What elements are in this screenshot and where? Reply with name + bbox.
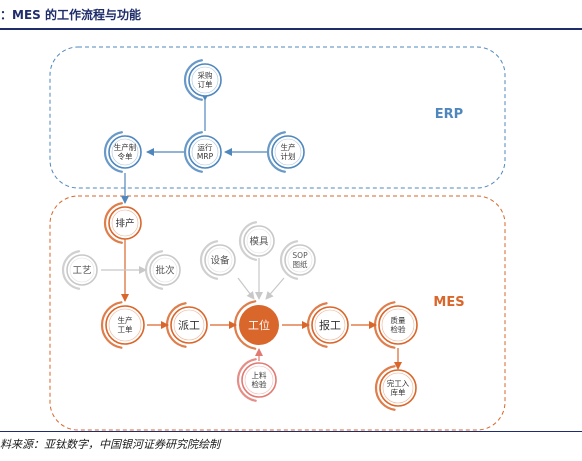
node-arc <box>144 250 164 290</box>
node-inner-ring <box>191 138 219 166</box>
node-label: 模具 <box>249 235 269 247</box>
node-arc <box>100 301 123 349</box>
node-inner-ring <box>244 365 274 395</box>
node-arc <box>61 250 81 290</box>
edge-equipment-to-workstation <box>237 277 255 300</box>
node-mold: 模具 <box>238 221 275 261</box>
erp-region <box>49 46 506 189</box>
node-inner-ring <box>274 138 302 166</box>
node-circle <box>241 362 277 398</box>
node-label: 上料检验 <box>252 370 267 389</box>
node-arc <box>373 301 396 349</box>
node-inner-ring <box>382 372 414 404</box>
node-arc <box>306 302 328 348</box>
node-circle <box>239 305 279 345</box>
node-circle <box>108 135 142 169</box>
node-label: 采购订单 <box>198 70 213 89</box>
node-circle <box>379 369 417 407</box>
node-circle <box>170 306 208 344</box>
node-arc <box>165 302 187 348</box>
node-inner-ring <box>152 257 178 283</box>
node-circle <box>188 63 222 97</box>
node-inner-ring <box>173 309 205 341</box>
node-label: 工艺 <box>72 265 91 276</box>
node-arc <box>236 358 257 402</box>
mes-region-label: MES <box>433 295 464 310</box>
node-arc <box>183 131 203 173</box>
node-circle <box>243 225 275 257</box>
erp-region-label: ERP <box>435 107 463 122</box>
node-inner-ring <box>191 66 219 94</box>
node-label: 派工 <box>178 319 200 332</box>
node-inner-ring <box>246 228 272 254</box>
node-arc <box>103 202 123 244</box>
node-circle <box>188 135 222 169</box>
node-arc <box>199 240 219 280</box>
node-dispatch: 派工 <box>165 302 208 348</box>
node-production-plan: 生产计划 <box>266 131 305 173</box>
node-arc <box>374 365 396 411</box>
node-label: 生产计划 <box>281 142 296 161</box>
mes-region <box>49 195 506 431</box>
node-inner-ring <box>314 309 346 341</box>
node-arc <box>103 131 123 173</box>
source-note: 料来源：亚钛数字，中国银河证券研究院绘制 <box>0 438 220 451</box>
node-label: 排产 <box>115 217 134 229</box>
figure-title: ：MES 的工作流程与功能 <box>0 8 141 22</box>
node-circle <box>284 244 316 276</box>
node-scheduling: 排产 <box>103 202 142 244</box>
node-label: 报工 <box>319 318 341 332</box>
node-label: 质量检验 <box>391 315 406 334</box>
node-inner-ring <box>111 138 139 166</box>
node-arc <box>238 221 258 261</box>
node-circle <box>66 254 98 286</box>
node-circle <box>204 244 236 276</box>
source-divider <box>0 431 582 432</box>
node-label: 批次 <box>155 264 175 276</box>
node-production-work-order: 生产工单 <box>100 301 145 349</box>
node-arc <box>233 300 257 350</box>
node-completion-storage: 完工入库单 <box>374 365 417 411</box>
node-batch: 批次 <box>144 250 181 290</box>
node-report-work: 报工 <box>306 302 349 348</box>
node-circle <box>378 305 418 345</box>
node-arc <box>266 131 286 173</box>
node-arc <box>279 240 299 280</box>
node-label: 完工入库单 <box>387 378 410 397</box>
node-inner-ring <box>108 308 142 342</box>
node-inner-ring <box>287 247 313 273</box>
node-circle <box>108 206 142 240</box>
node-production-order: 生产制令单 <box>103 131 142 173</box>
node-label: 生产工单 <box>118 315 133 334</box>
node-workstation: 工位 <box>233 300 279 350</box>
node-circle <box>271 135 305 169</box>
node-label: 设备 <box>210 254 230 266</box>
node-quality-inspection: 质量检验 <box>373 301 418 349</box>
node-label: 工位 <box>248 318 270 332</box>
node-circle <box>311 306 349 344</box>
node-circle <box>105 305 145 345</box>
node-material-inspection: 上料检验 <box>236 358 277 402</box>
node-purchase-order: 采购订单 <box>183 59 222 101</box>
node-label: 生产制令单 <box>114 142 137 161</box>
node-inner-ring <box>381 308 415 342</box>
node-inner-ring <box>69 257 95 283</box>
node-circle <box>149 254 181 286</box>
node-arc <box>183 59 203 101</box>
title-divider <box>0 28 582 30</box>
node-equipment: 设备 <box>199 240 236 280</box>
node-process: 工艺 <box>61 250 98 290</box>
node-inner-ring <box>207 247 233 273</box>
node-inner-ring <box>111 209 139 237</box>
edge-sop-to-workstation <box>265 277 285 300</box>
